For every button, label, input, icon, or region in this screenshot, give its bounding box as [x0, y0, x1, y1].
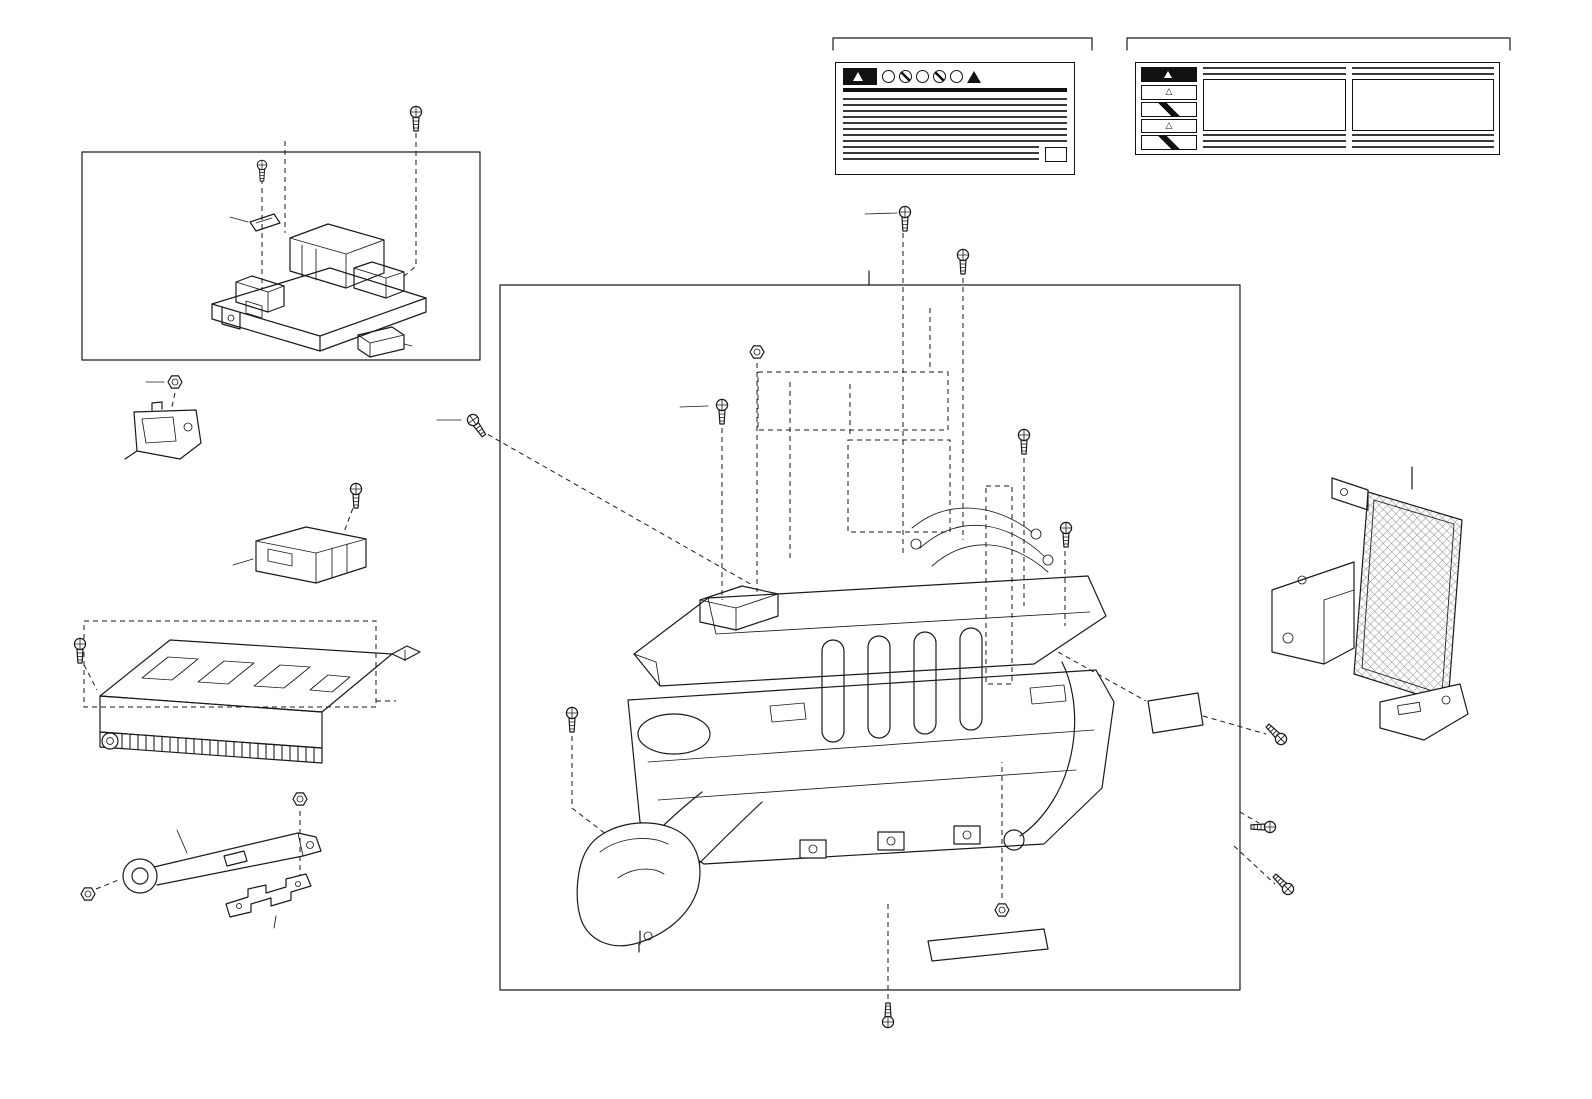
danger-banner-en: [1141, 67, 1197, 82]
warning-label-ja-header: [843, 68, 1067, 85]
part-g9255: [124, 401, 202, 460]
label-text-lines: [843, 88, 1067, 96]
prohibition-icon: [899, 70, 912, 83]
label-text-panel: [1351, 67, 1494, 150]
hazard-icon: [882, 70, 895, 83]
label-text-lines: [843, 146, 1039, 162]
plate-g9288: [1147, 692, 1204, 734]
warning-triangle-icon: [853, 72, 863, 81]
label-text-lines: [1203, 67, 1346, 76]
clip-90982-11051: [249, 213, 281, 232]
assembly-box-g92z0: [81, 124, 481, 361]
prohibition-icon: [933, 70, 946, 83]
hazard-icon: △: [1141, 118, 1197, 134]
assembly-box-g9510: [499, 284, 1241, 991]
label-text-lines: [1351, 67, 1494, 76]
label-text-lines: [1351, 134, 1494, 150]
warning-label-japanese: [835, 62, 1075, 175]
label-inner-box: [1351, 79, 1494, 131]
part-89892a: [255, 526, 367, 584]
plate-g9289a: [927, 928, 1049, 962]
label-text-lines: [1203, 134, 1346, 150]
ref-bracket-2: [1126, 37, 1511, 51]
hazard-icon: △: [1141, 85, 1197, 100]
battery-pack-drawing: [613, 507, 1115, 895]
hazard-icon: [950, 70, 963, 83]
hazard-icon-column: △ △: [1141, 85, 1197, 150]
part-g9270c: [83, 620, 421, 764]
warning-triangle-icon: [967, 70, 981, 83]
part-g4283: [357, 326, 405, 358]
ref-bracket-1: [832, 37, 1093, 51]
label-mark-box: [1045, 147, 1067, 162]
prohibition-icon: [1141, 101, 1197, 117]
warning-label-english: △ △: [1135, 62, 1500, 155]
prohibition-icon: [1141, 135, 1197, 150]
label-inner-box: [1203, 79, 1346, 131]
danger-column: △ △: [1141, 67, 1197, 150]
part-82675d: [225, 873, 312, 918]
part-g920t: [1271, 477, 1469, 741]
part-g9230: [576, 822, 701, 947]
warning-triangle-icon: [1163, 71, 1172, 78]
part-82675c: [122, 832, 322, 894]
leader-lines: [79, 212, 1413, 953]
danger-banner-ja: [843, 68, 877, 85]
hazard-icon: [916, 70, 929, 83]
label-text-lines: [843, 98, 1067, 144]
label-text-panel: [1203, 67, 1346, 150]
label-footer: [843, 146, 1067, 162]
hazard-icon-row: [882, 70, 981, 83]
